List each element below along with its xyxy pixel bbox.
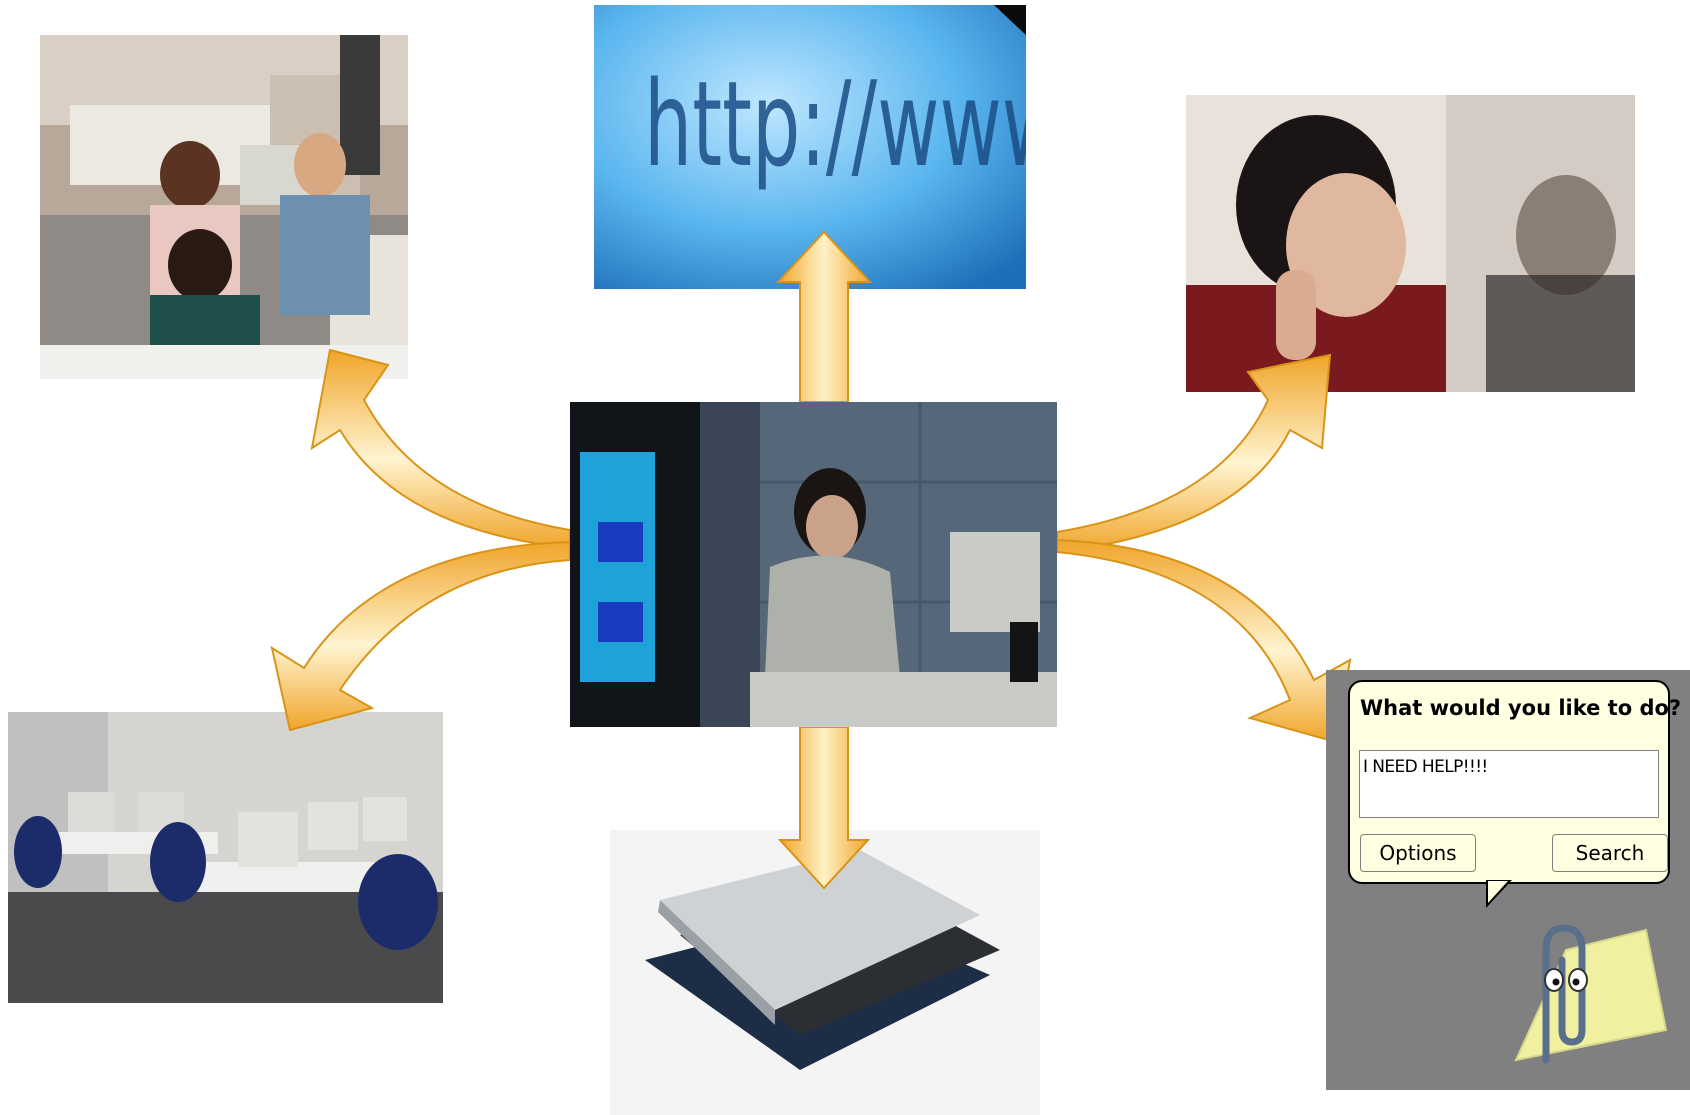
- headset-agent-photo: [1186, 95, 1635, 392]
- arrow-down-left: [270, 540, 571, 732]
- search-button-label: Search: [1575, 841, 1645, 865]
- woman-at-computer-photo: [570, 402, 1057, 727]
- computer-lab-photo: [8, 712, 443, 1003]
- office-assistant-dialog: What would you like to do? I NEED HELP!!…: [1326, 670, 1690, 1090]
- options-button[interactable]: Options: [1360, 834, 1476, 872]
- options-button-label: Options: [1379, 841, 1457, 865]
- help-query-input[interactable]: I NEED HELP!!!!: [1359, 750, 1659, 818]
- help-question: What would you like to do?: [1360, 696, 1682, 720]
- url-banner-image: http://www: [594, 5, 1026, 289]
- paperclip-assistant-icon[interactable]: [1476, 910, 1676, 1080]
- binders-photo: [610, 830, 1040, 1115]
- search-button[interactable]: Search: [1552, 834, 1668, 872]
- arrow-up-left: [310, 348, 571, 550]
- help-balloon: What would you like to do? I NEED HELP!!…: [1348, 680, 1681, 884]
- office-team-photo: [40, 35, 408, 379]
- arrow-down-right: [1056, 538, 1352, 744]
- url-text: http://www: [644, 55, 1026, 193]
